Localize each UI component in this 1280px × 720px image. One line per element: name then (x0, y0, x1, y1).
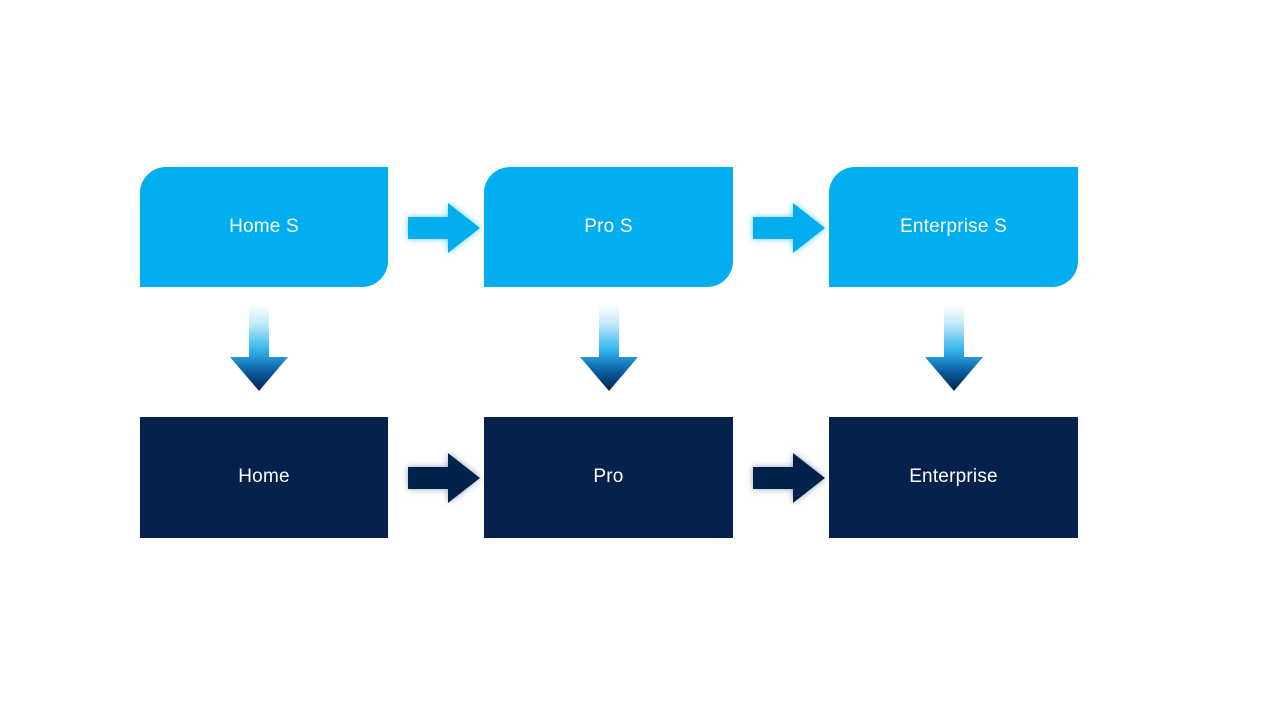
connector-pro-to-enterprise[interactable] (753, 451, 825, 505)
node-home-s[interactable]: Home S (140, 167, 388, 287)
node-label-home: Home (238, 466, 290, 488)
connector-enterprise-s-to-enterprise[interactable] (923, 305, 985, 391)
node-label-enterprise-s: Enterprise S (900, 215, 1007, 237)
node-pro-s[interactable]: Pro S (484, 167, 733, 287)
arrow-right-icon (408, 203, 480, 253)
node-pro[interactable]: Pro (484, 417, 733, 538)
connector-home-s-to-home[interactable] (228, 305, 290, 391)
connector-home-s-to-pro-s[interactable] (408, 201, 480, 255)
node-enterprise-s[interactable]: Enterprise S (829, 167, 1078, 287)
node-home[interactable]: Home (140, 417, 388, 538)
arrow-down-icon (580, 305, 638, 391)
arrow-down-icon (925, 305, 983, 391)
connector-pro-s-to-enterprise-s[interactable] (753, 201, 825, 255)
connector-home-to-pro[interactable] (408, 451, 480, 505)
arrow-down-icon (230, 305, 288, 391)
node-label-pro-s: Pro S (584, 215, 633, 237)
arrow-right-icon (408, 453, 480, 503)
node-label-enterprise: Enterprise (909, 466, 998, 488)
node-label-home-s: Home S (229, 215, 299, 237)
node-enterprise[interactable]: Enterprise (829, 417, 1078, 538)
connector-pro-s-to-pro[interactable] (578, 305, 640, 391)
arrow-right-icon (753, 203, 825, 253)
arrow-right-icon (753, 453, 825, 503)
node-label-pro: Pro (593, 466, 624, 488)
